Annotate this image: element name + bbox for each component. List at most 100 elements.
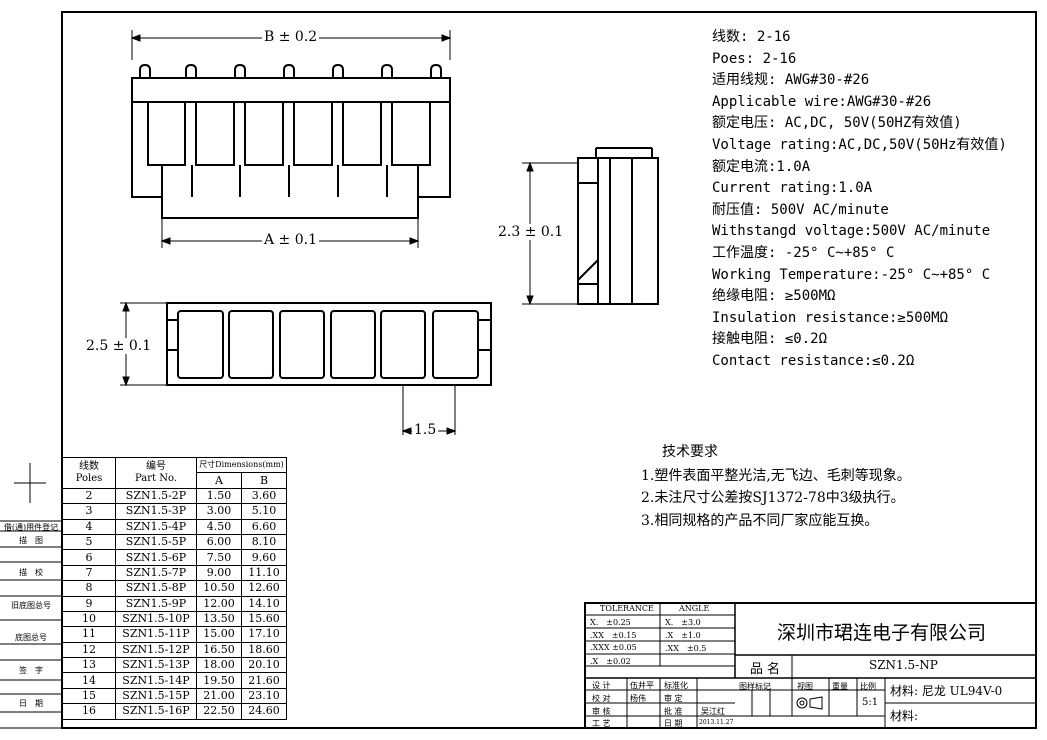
projection-symbol xyxy=(796,696,823,710)
cell-a: 1.50 xyxy=(196,487,242,505)
drawing-border xyxy=(61,11,1037,729)
cell-b: 11.10 xyxy=(241,564,287,582)
approval-label: 审 定 xyxy=(664,694,683,703)
product-name: SZN1.5-NP xyxy=(869,658,938,672)
tolerance-value: X. ±0.25 xyxy=(590,618,631,627)
cell-b: 24.60 xyxy=(241,703,287,720)
tech-requirement-item: 2.未注尺寸公差按SJ1372-78中3级执行。 xyxy=(641,490,905,506)
cell-poles: 10 xyxy=(62,610,116,628)
cell-part: SZN1.5-14P xyxy=(115,672,197,689)
cell-poles: 16 xyxy=(62,703,116,720)
cell-a: 10.50 xyxy=(196,580,242,597)
cell-b: 20.10 xyxy=(241,657,287,674)
cell-b: 14.10 xyxy=(241,595,287,612)
material-value: 材料: 尼龙 UL94V-0 xyxy=(890,684,1003,698)
cell-b: 15.60 xyxy=(241,610,287,628)
crosshair-mark xyxy=(14,463,46,503)
tolerance-value: .X ±0.02 xyxy=(590,657,631,666)
cell-part: SZN1.5-3P xyxy=(115,503,197,520)
cell-b: 6.60 xyxy=(241,518,287,535)
role-label: 校 对 xyxy=(592,694,611,703)
cell-poles: 7 xyxy=(62,564,116,582)
cell-part: SZN1.5-2P xyxy=(115,487,197,505)
angle-header: ANGLE xyxy=(679,604,710,613)
spec-line: Voltage rating:AC,DC,50V(50Hz有效值) xyxy=(712,137,1007,153)
spec-line: 额定电压: AC,DC, 50V(50HZ有效值) xyxy=(712,115,962,132)
company-name: 深圳市珺连电子有限公司 xyxy=(777,622,987,644)
angle-value: .XX ±0.5 xyxy=(665,644,707,653)
role-label: 工 艺 xyxy=(592,719,611,728)
side-label: 描 校 xyxy=(19,568,43,577)
cell-a: 9.00 xyxy=(196,564,242,582)
cell-part: SZN1.5-8P xyxy=(115,580,197,597)
material-label: 材料: xyxy=(890,709,919,723)
side-label: 旧底图总号 xyxy=(11,601,51,610)
cell-part: SZN1.5-5P xyxy=(115,533,197,551)
cell-part: SZN1.5-11P xyxy=(115,626,197,643)
cell-b: 5.10 xyxy=(241,503,287,520)
cell-a: 16.50 xyxy=(196,641,242,659)
dim-pitch-label: 1.5 xyxy=(412,422,439,438)
approval-label: 批 准 xyxy=(664,707,683,716)
spec-line: 工作温度: -25° C~+85° C xyxy=(712,245,895,261)
product-name-label: 品名 xyxy=(750,662,785,677)
cell-part: SZN1.5-6P xyxy=(115,549,197,566)
cell-poles: 6 xyxy=(62,549,116,566)
cell-part: SZN1.5-16P xyxy=(115,703,197,720)
cell-a: 19.50 xyxy=(196,672,242,689)
cell-a: 18.00 xyxy=(196,657,242,674)
cell-poles: 4 xyxy=(62,518,116,535)
dim-a-label: A ± 0.1 xyxy=(262,232,320,248)
role-label: 设 计 xyxy=(592,681,611,690)
front-view xyxy=(131,63,451,219)
cell-poles: 8 xyxy=(62,580,116,597)
side-label: 日 期 xyxy=(19,699,43,708)
header-a: A xyxy=(196,472,242,489)
cell-poles: 13 xyxy=(62,657,116,674)
side-label: 借(通)用件登记 xyxy=(3,523,59,532)
cell-poles: 9 xyxy=(62,595,116,612)
cell-a: 4.50 xyxy=(196,518,242,535)
signer-name: 伍井平 xyxy=(630,681,654,690)
cell-a: 6.00 xyxy=(196,533,242,551)
cell-a: 12.00 xyxy=(196,595,242,612)
spec-line: 接触电阻: ≤0.2Ω xyxy=(712,331,828,348)
cell-poles: 11 xyxy=(62,626,116,643)
spec-line: Poes: 2-16 xyxy=(712,50,797,67)
role-label: 审 核 xyxy=(592,707,611,716)
cell-poles: 12 xyxy=(62,641,116,659)
cell-part: SZN1.5-10P xyxy=(115,610,197,628)
cell-part: SZN1.5-4P xyxy=(115,518,197,535)
side-label: 签 字 xyxy=(19,666,43,675)
cell-poles: 2 xyxy=(62,487,116,505)
cell-b: 17.10 xyxy=(241,626,287,643)
tolerance-header: TOLERANCE xyxy=(600,604,654,613)
spec-line: Working Temperature:-25° C~+85° C xyxy=(712,266,991,283)
cell-a: 15.00 xyxy=(196,626,242,643)
table-header-row: A B xyxy=(63,472,287,489)
cell-part: SZN1.5-15P xyxy=(115,687,197,705)
legend-label: 重量 xyxy=(832,682,848,691)
cell-poles: 15 xyxy=(62,687,116,705)
spec-line: Applicable wire:AWG#30-#26 xyxy=(712,93,932,110)
spec-line: Contact resistance:≤0.2Ω xyxy=(712,353,915,369)
title-block-lines xyxy=(584,602,1037,729)
scale-value: 5:1 xyxy=(862,697,879,708)
spec-line: Withstangd voltage:500V AC/minute xyxy=(712,223,991,240)
top-view xyxy=(166,302,492,386)
